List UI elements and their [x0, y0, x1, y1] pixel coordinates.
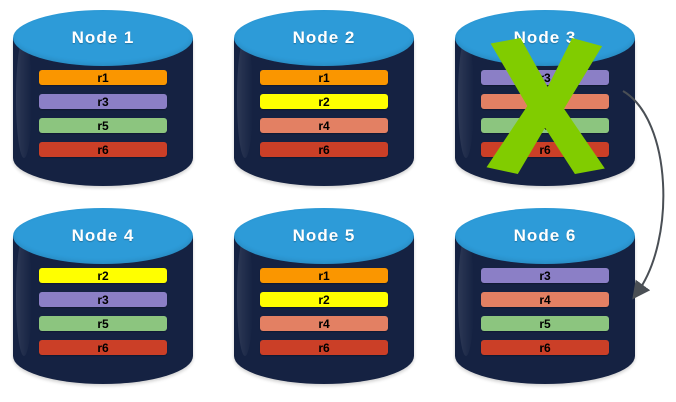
replica-row[interactable]: r1: [260, 70, 388, 85]
replica-row[interactable]: r3: [481, 70, 609, 85]
replica-row[interactable]: r5: [481, 316, 609, 331]
replica-row-list: r1 r2 r4 r6: [260, 268, 388, 355]
replica-row[interactable]: r1: [260, 268, 388, 283]
cylinder-body: [13, 236, 193, 384]
replica-row[interactable]: r2: [260, 292, 388, 307]
replica-row[interactable]: r6: [260, 340, 388, 355]
replica-row-list: r1 r3 r5 r6: [39, 70, 167, 157]
node-label: Node 5: [292, 226, 356, 245]
replica-row[interactable]: r3: [39, 292, 167, 307]
node-label: Node 4: [71, 226, 135, 245]
replica-row-list: r3 r4 r5 r6: [481, 70, 609, 157]
node-label: Node 6: [513, 226, 577, 245]
cylinder-top-ellipse: [455, 208, 635, 264]
replica-row[interactable]: r4: [260, 118, 388, 133]
node-cylinder-4[interactable]: Node 4 r2 r3 r5 r6: [13, 208, 193, 388]
cylinder-top-ellipse: [13, 10, 193, 66]
replica-row[interactable]: r2: [39, 268, 167, 283]
replica-row[interactable]: r5: [39, 118, 167, 133]
replica-row[interactable]: r4: [481, 94, 609, 109]
replica-row[interactable]: r2: [260, 94, 388, 109]
replica-row[interactable]: r6: [39, 142, 167, 157]
cylinder-top-ellipse: [13, 208, 193, 264]
node-cylinder-5[interactable]: Node 5 r1 r2 r4 r6: [234, 208, 414, 388]
node-cylinder-6[interactable]: Node 6 r3 r4 r5 r6: [455, 208, 635, 388]
replica-row-list: r2 r3 r5 r6: [39, 268, 167, 355]
replica-row[interactable]: r3: [39, 94, 167, 109]
node-cylinder-1[interactable]: Node 1 r1 r3 r5 r6: [13, 10, 193, 190]
replica-row[interactable]: r6: [481, 340, 609, 355]
replica-row-list: r3 r4 r5 r6: [481, 268, 609, 355]
node-label: Node 3: [513, 28, 577, 47]
replica-row[interactable]: r1: [39, 70, 167, 85]
replica-row-list: r1 r2 r4 r6: [260, 70, 388, 157]
cylinder-top-ellipse: [234, 10, 414, 66]
replica-row[interactable]: r5: [39, 316, 167, 331]
node-cylinder-3[interactable]: Node 3 r3 r4 r5 r6: [455, 10, 635, 190]
node-label: Node 2: [292, 28, 356, 47]
node-cylinder-2[interactable]: Node 2 r1 r2 r4 r6: [234, 10, 414, 190]
replica-row[interactable]: r5: [481, 118, 609, 133]
replica-row[interactable]: r3: [481, 268, 609, 283]
replica-row[interactable]: r4: [481, 292, 609, 307]
replica-row[interactable]: r4: [260, 316, 388, 331]
replica-row[interactable]: r6: [481, 142, 609, 157]
cylinder-top-ellipse: [234, 208, 414, 264]
node-label: Node 1: [71, 28, 135, 47]
replica-row[interactable]: r6: [39, 340, 167, 355]
replica-row[interactable]: r6: [260, 142, 388, 157]
